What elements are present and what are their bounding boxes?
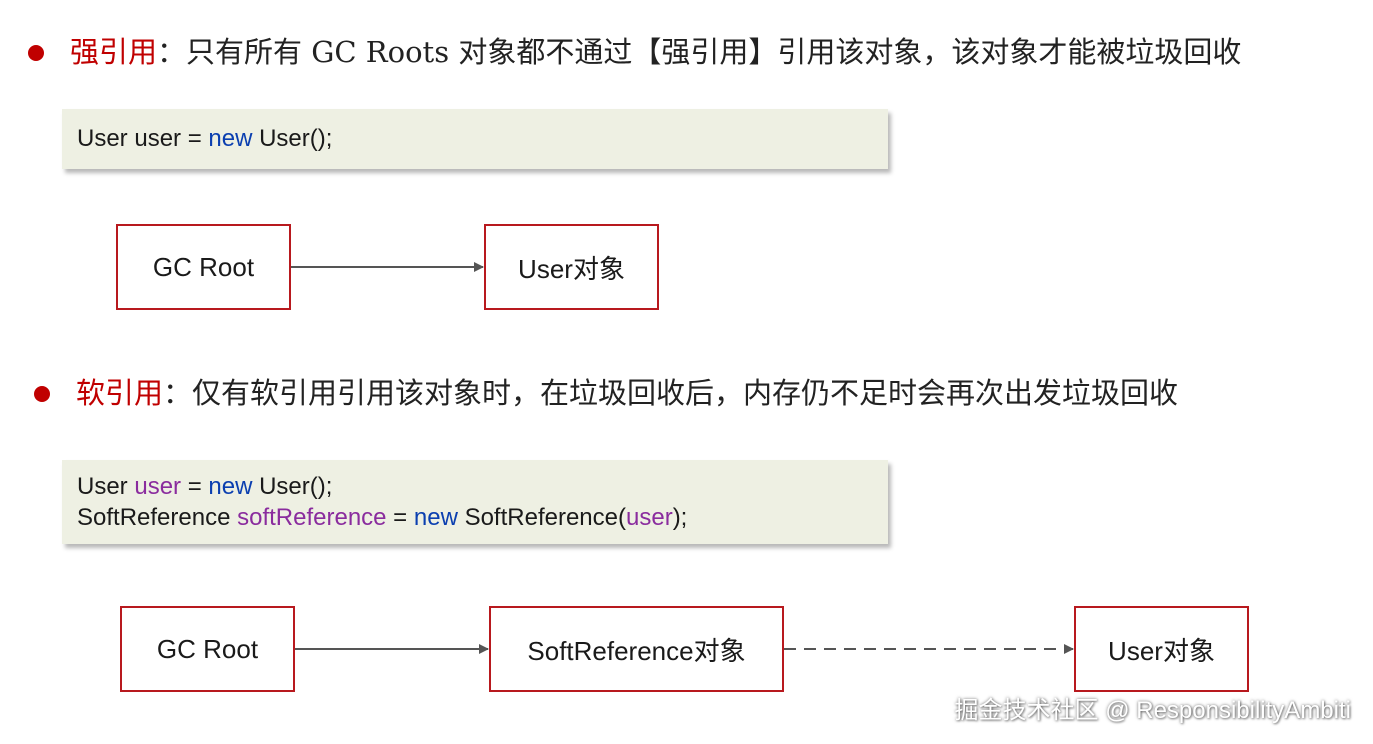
gc-root-node: GC Root (116, 224, 291, 310)
code-variable: user (626, 504, 673, 531)
soft-reference-heading: 软引用：仅有软引用引用该对象时，在垃圾回收后，内存仍不足时会再次出发垃圾回收 (76, 379, 1178, 408)
code-keyword: new (413, 504, 458, 531)
strong-reference-heading: 强引用：只有所有 GC Roots 对象都不通过【强引用】引用该对象，该对象才能… (70, 38, 1241, 67)
code-text: SoftReference (77, 504, 238, 531)
user-object-node: User对象 (1074, 606, 1249, 692)
soft-reference-object-node: SoftReference对象 (489, 606, 784, 692)
code-keyword: new (208, 125, 253, 152)
bullet-dot (28, 45, 44, 61)
gc-root-label: GC Root (152, 251, 255, 282)
strong-reference-code-block: User user = new User(); (62, 109, 888, 169)
code-line: User user = new User(); (77, 127, 332, 151)
code-variable: user (134, 473, 182, 500)
gc-root-label: GC Root (156, 633, 259, 664)
gc-root-node: GC Root (120, 606, 295, 692)
code-keyword: new (208, 473, 253, 500)
soft-reference-object-label: SoftReference对象 (527, 635, 746, 666)
code-text: User (77, 473, 135, 500)
strong-reference-keyword: 强引用 (70, 35, 158, 69)
code-variable: softReference (237, 504, 387, 531)
bullet-dot (34, 386, 50, 402)
code-text: SoftReference( (457, 504, 626, 531)
soft-reference-code-block: User user = new User(); SoftReference so… (62, 460, 888, 544)
user-object-label: User对象 (1108, 635, 1215, 666)
watermark: 掘金技术社区 @ ResponsibilityAmbiti (954, 697, 1351, 724)
code-text: = (386, 504, 414, 531)
code-line: User user = new User(); (77, 475, 332, 499)
soft-reference-keyword: 软引用 (76, 376, 164, 410)
code-text: User(); (252, 473, 333, 500)
user-object-node: User对象 (484, 224, 659, 310)
code-line: SoftReference softReference = new SoftRe… (77, 506, 687, 530)
user-object-label: User对象 (518, 253, 625, 284)
code-text: = (181, 473, 209, 500)
strong-reference-description: ：只有所有 GC Roots 对象都不通过【强引用】引用该对象，该对象才能被垃圾… (157, 35, 1242, 69)
code-text: User(); (252, 125, 333, 152)
code-text: ); (672, 504, 688, 531)
code-text: User user = (77, 125, 209, 152)
soft-reference-description: ：仅有软引用引用该对象时，在垃圾回收后，内存仍不足时会再次出发垃圾回收 (163, 376, 1179, 410)
